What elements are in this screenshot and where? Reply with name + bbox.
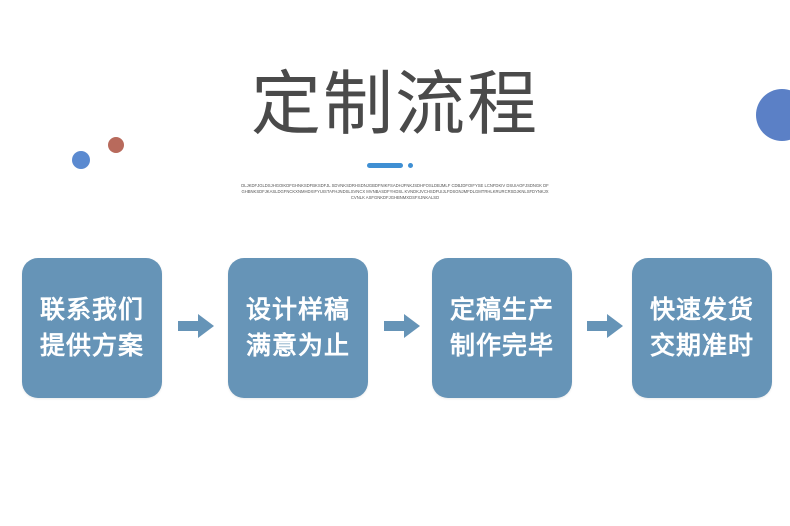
title-divider: [367, 163, 403, 168]
process-step-2: 设计样稿 满意为止: [228, 258, 368, 398]
step-4-line-1: 快速发货: [649, 295, 754, 324]
step-4-line-2: 交期准时: [649, 331, 754, 360]
process-step-1: 联系我们 提供方案: [22, 258, 162, 398]
page-title: 定制流程: [251, 63, 539, 145]
process-step-3: 定稿生产 制作完毕: [432, 258, 572, 398]
step-1-line-2: 提供方案: [39, 331, 144, 360]
arrow-right-icon: [384, 314, 420, 338]
decorative-circle-large: [756, 89, 790, 141]
decorative-dot-blue: [72, 151, 90, 169]
step-3-line-1: 定稿生产: [449, 295, 554, 324]
step-2-line-1: 设计样稿: [245, 295, 350, 324]
decorative-dot-brown: [108, 137, 124, 153]
title-divider-dot: [408, 163, 413, 168]
arrow-right-icon: [587, 314, 623, 338]
step-3-line-2: 制作完毕: [449, 331, 554, 360]
process-step-4: 快速发货 交期准时: [632, 258, 772, 398]
step-1-line-1: 联系我们: [39, 295, 144, 324]
decorative-subtext: DLJKDFJGLDSJHGOIKDFGHNKSDFBKSDFJL SDVNKS…: [241, 183, 549, 201]
step-2-line-2: 满意为止: [245, 331, 350, 360]
arrow-right-icon: [178, 314, 214, 338]
